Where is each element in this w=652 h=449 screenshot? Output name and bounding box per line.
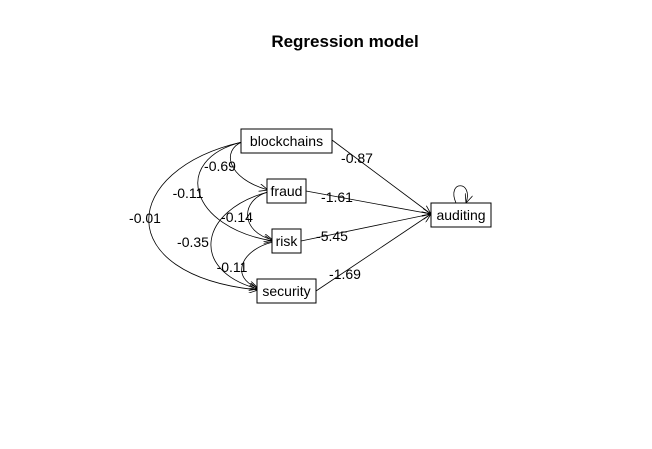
edge-label-blockchains-auditing: -0.87 (341, 150, 373, 166)
edge-label-fraud-auditing: -1.61 (321, 189, 353, 205)
diagram-title: Regression model (271, 32, 418, 51)
edge-label-risk-auditing: -5.45 (316, 228, 348, 244)
cov-edge-blockchains-security (148, 142, 258, 290)
cov-label-fraud-security: -0.35 (177, 234, 209, 250)
node-label: risk (276, 233, 299, 249)
node-fraud: fraud (266, 178, 307, 204)
node-label: fraud (271, 183, 303, 199)
node-risk: risk (271, 228, 302, 254)
node-label: auditing (436, 207, 485, 223)
path-edge-security-auditing (315, 214, 431, 292)
cov-label-blockchains-fraud: -0.69 (204, 158, 236, 174)
path-edge-fraud-auditing (305, 190, 431, 214)
path-edge-blockchains-auditing (331, 139, 431, 214)
cov-edge-blockchains-risk (197, 142, 273, 241)
node-blockchains: blockchains (240, 128, 333, 154)
cov-label-fraud-risk: -0.14 (221, 209, 253, 225)
edge-label-security-auditing: -1.69 (329, 266, 361, 282)
residual-loop-auditing (453, 185, 468, 203)
node-auditing: auditing (430, 202, 492, 228)
cov-edge-risk-security (241, 242, 273, 288)
cov-label-blockchains-risk: -0.11 (173, 185, 204, 201)
cov-edge-fraud-security (210, 192, 268, 289)
path-edge-risk-auditing (300, 214, 431, 242)
node-label: security (262, 283, 310, 299)
cov-label-risk-security: -0.11 (217, 259, 248, 275)
node-label: blockchains (250, 133, 323, 149)
node-security: security (256, 278, 317, 304)
cov-label-blockchains-security: -0.01 (129, 210, 161, 226)
